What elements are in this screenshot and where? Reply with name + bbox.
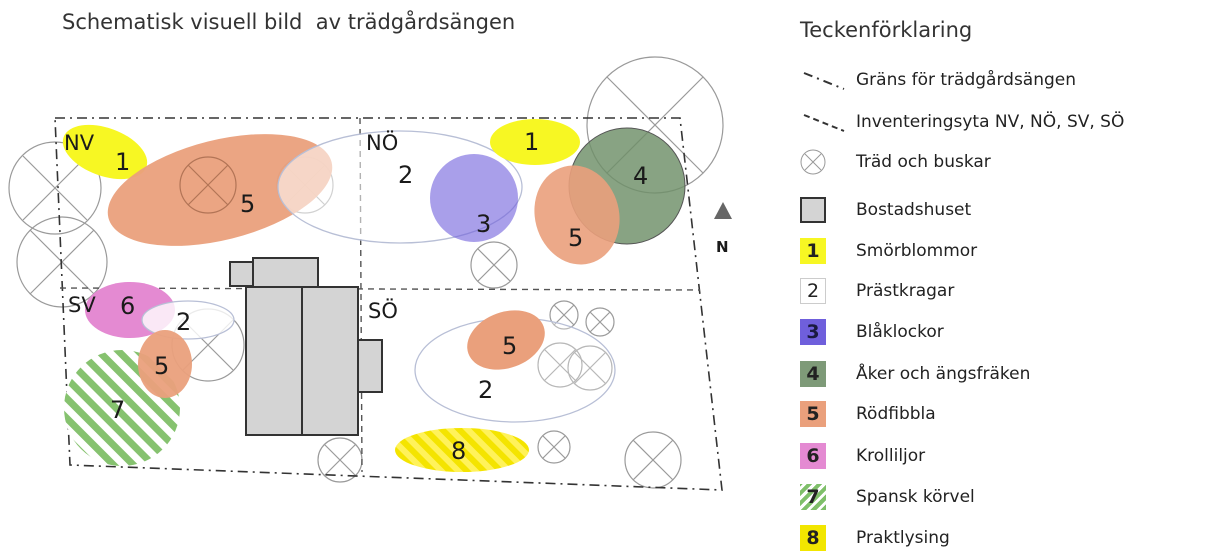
patch-number: 3	[476, 210, 491, 238]
swatch-3: 3	[800, 319, 826, 345]
patch-number: 8	[451, 437, 466, 465]
legend-label: Bostadshuset	[856, 200, 972, 220]
tree-icon	[537, 430, 571, 464]
legend-label: Gräns för trädgårdsängen	[856, 70, 1077, 90]
swatch-8: 8	[800, 525, 826, 551]
patch-number: 5	[568, 224, 583, 252]
house-icon	[800, 197, 826, 223]
patch-8-so: 8	[395, 428, 529, 472]
patch-number: 6	[120, 292, 135, 320]
patch-number: 5	[502, 332, 517, 360]
legend-item-1: 1 Smörblommor	[800, 233, 977, 269]
patch-2-so: 2	[414, 317, 616, 423]
legend-item-4: 4 Åker och ängsfräken	[800, 356, 1030, 392]
boundary-line-icon	[803, 72, 845, 90]
patch-1-no: 1	[490, 119, 580, 165]
garden-boundary	[54, 117, 723, 491]
patch-3-no: 3	[430, 154, 518, 242]
legend-item-trees: Träd och buskar	[800, 144, 991, 180]
legend-item-house: Bostadshuset	[800, 192, 971, 228]
legend-item-boundary: Gräns för trädgårdsängen	[800, 62, 1076, 98]
patch-5-no: 5	[534, 165, 620, 265]
north-arrow-icon	[714, 202, 732, 219]
legend-label: Spansk körvel	[856, 487, 975, 507]
legend-label: Åker och ängsfräken	[856, 364, 1031, 384]
swatch-4: 4	[800, 361, 826, 387]
tree-icon	[567, 345, 613, 391]
legend-label: Inventeringsyta NV, NÖ, SV, SÖ	[856, 112, 1125, 132]
tree-icon	[8, 141, 102, 235]
compass: N	[714, 202, 732, 256]
swatch-1: 1	[800, 238, 826, 264]
patch-number: 4	[633, 162, 648, 190]
patch-1-nv: 1	[62, 124, 148, 180]
zone-line-icon	[803, 114, 845, 132]
swatch-2: 2	[800, 278, 826, 304]
patch-2-sv: 2	[141, 300, 235, 340]
legend-item-7: 7 Spansk körvel	[800, 479, 975, 515]
patch-number: 5	[240, 190, 255, 218]
patch-number: 1	[115, 148, 130, 176]
patch-number: 7	[110, 396, 125, 424]
patch-number: 5	[154, 352, 169, 380]
tree-icon	[470, 241, 518, 289]
patch-number: 1	[524, 128, 539, 156]
patch-5-so: 5	[467, 310, 545, 370]
legend-label: Prästkragar	[856, 281, 955, 301]
tree-icon	[549, 300, 579, 330]
legend-item-3: 3 Blåklockor	[800, 314, 944, 350]
zone-divider-horizontal	[59, 287, 701, 291]
legend-item-5: 5 Rödfibbla	[800, 396, 936, 432]
tree-icon	[800, 149, 826, 175]
patch-5-nv: 5	[107, 134, 333, 246]
tree-icon	[537, 342, 583, 388]
legend-title: Teckenförklaring	[800, 18, 973, 42]
legend-label: Praktlysing	[856, 528, 950, 548]
diagram-title: Schematisk visuell bild av trädgårdsänge…	[62, 10, 516, 34]
legend-item-2: 2 Prästkragar	[800, 273, 954, 309]
legend-label: Krolliljor	[856, 446, 926, 466]
legend-label: Rödfibbla	[856, 404, 936, 424]
patch-number: 2	[176, 308, 191, 336]
tree-icon	[585, 307, 615, 337]
legend-label: Träd och buskar	[856, 152, 991, 172]
legend-item-8: 8 Praktlysing	[800, 520, 950, 556]
zone-label-sv: SV	[68, 293, 96, 317]
zone-label-nv: NV	[64, 131, 95, 155]
swatch-6: 6	[800, 443, 826, 469]
patch-number: 2	[398, 161, 413, 189]
zone-label-so: SÖ	[368, 298, 398, 323]
swatch-7: 7	[800, 484, 826, 510]
swatch-5: 5	[800, 401, 826, 427]
garden-map: 1 5 2 3 1 4 5 2 6 7 5	[8, 56, 732, 491]
legend-label: Blåklockor	[856, 322, 944, 342]
tree-icon	[624, 431, 682, 489]
legend-item-6: 6 Krolliljor	[800, 438, 925, 474]
patch-number: 2	[478, 376, 493, 404]
compass-label: N	[716, 238, 729, 256]
legend-label: Smörblommor	[856, 241, 978, 261]
patch-5-sv: 5	[138, 330, 192, 398]
legend-item-zone: Inventeringsyta NV, NÖ, SV, SÖ	[800, 104, 1124, 140]
house	[229, 257, 383, 436]
zone-label-no: NÖ	[366, 130, 398, 155]
